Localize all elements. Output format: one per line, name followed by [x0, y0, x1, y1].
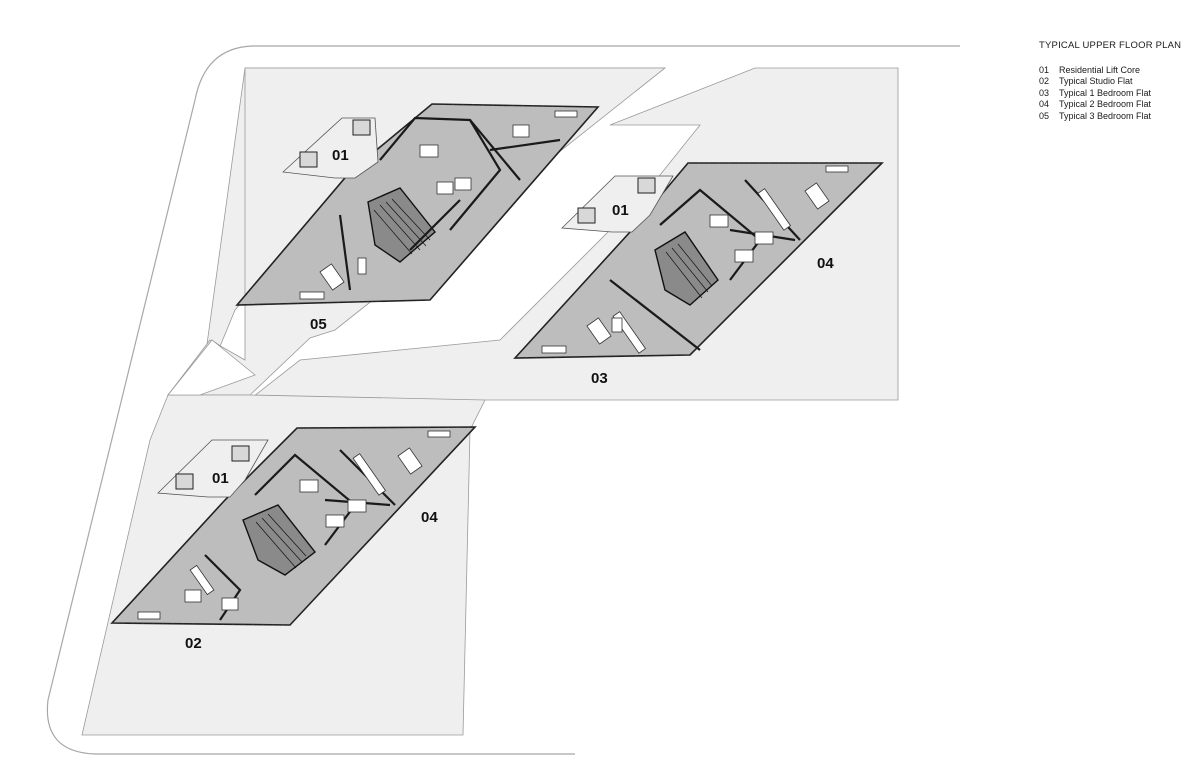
legend-item-number: 01 — [1039, 64, 1050, 75]
legend-item-number: 02 — [1039, 76, 1050, 86]
stair-treads-bottom — [255, 513, 307, 569]
lift-core-box-bottom-2 — [175, 473, 194, 490]
legend-item-label: Typical 3 Bedroom Flat — [1059, 110, 1152, 121]
label-flat-02: 02 — [185, 635, 202, 652]
legend-item: 02 Typical Studio Flat — [1039, 76, 1181, 88]
lift-core-box-top-2 — [299, 151, 318, 168]
legend-item-number: 05 — [1039, 110, 1050, 121]
label-flat-05: 05 — [310, 316, 327, 333]
building-bottom: 01 04 02 — [110, 426, 477, 652]
legend-item-label: Typical Studio Flat — [1059, 76, 1133, 86]
label-flat-03: 03 — [591, 370, 608, 387]
lift-core-box-right — [637, 177, 656, 194]
lift-core-box-bottom — [231, 445, 250, 462]
legend-item-number: 03 — [1039, 87, 1050, 98]
legend-item-label: Typical 2 Bedroom Flat — [1059, 99, 1152, 109]
furniture-bottom — [137, 430, 451, 620]
legend-item: 01 Residential Lift Core — [1039, 65, 1181, 77]
legend-item: 05 Typical 3 Bedroom Flat — [1039, 111, 1181, 123]
building-right: 01 04 03 — [513, 162, 884, 387]
legend-item-label: Typical 1 Bedroom Flat — [1059, 87, 1152, 98]
stair-core-bottom — [242, 504, 316, 576]
furniture-top — [299, 110, 578, 300]
building-top: 01 05 — [235, 103, 600, 333]
site-road-outline — [46, 45, 960, 755]
legend: TYPICAL UPPER FLOOR PLAN 01 Residential … — [1039, 40, 1181, 122]
label-flat-04-bottom: 04 — [421, 509, 438, 526]
lift-core-box-top — [352, 119, 371, 136]
stair-treads-right — [665, 243, 713, 299]
window-ticks-right — [514, 162, 882, 359]
legend-item-label: Residential Lift Core — [1059, 64, 1141, 75]
legend-item: 03 Typical 1 Bedroom Flat — [1039, 88, 1181, 100]
stair-treads-top — [373, 198, 431, 255]
stair-core-right — [654, 231, 719, 306]
label-lift-core-bottom: 01 — [212, 470, 229, 487]
walls-top — [338, 116, 561, 291]
window-ticks-top — [236, 103, 599, 306]
legend-title: TYPICAL UPPER FLOOR PLAN — [1039, 40, 1182, 51]
site-notch — [167, 339, 256, 396]
lift-core-box-right-2 — [577, 207, 596, 224]
furniture-right — [541, 165, 849, 354]
label-lift-core-right: 01 — [612, 202, 629, 219]
label-lift-core-top: 01 — [332, 147, 349, 164]
site-area-right — [228, 67, 899, 416]
legend-item-number: 04 — [1039, 99, 1050, 109]
label-flat-04-right: 04 — [817, 255, 834, 272]
legend-item: 04 Typical 2 Bedroom Flat — [1039, 99, 1181, 111]
